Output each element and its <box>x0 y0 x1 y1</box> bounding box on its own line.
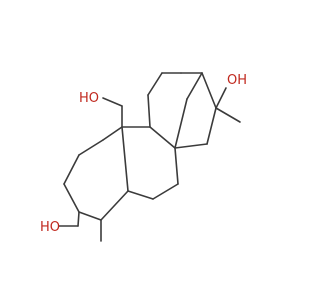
bond <box>206 107 217 145</box>
bond <box>215 107 241 123</box>
molecule-canvas: HO OH HO <box>39 72 248 242</box>
bond <box>174 147 179 185</box>
bond <box>102 97 123 107</box>
bond <box>63 154 80 185</box>
bond <box>147 72 163 96</box>
bond <box>174 143 208 149</box>
molecule-structure: HO OH HO <box>40 72 247 242</box>
hydroxyl-label-right: OH <box>227 73 247 88</box>
bond <box>78 211 102 221</box>
atom-labels: HO OH HO <box>40 73 247 235</box>
bond-network <box>58 72 241 242</box>
bond <box>215 87 227 109</box>
bond <box>186 72 203 100</box>
bond <box>147 94 151 128</box>
bond <box>174 98 188 149</box>
bond <box>149 126 176 149</box>
bond <box>127 190 154 200</box>
hydroxyl-label-bottom-left: HO <box>40 220 60 235</box>
bond <box>121 126 129 192</box>
bond <box>77 211 80 227</box>
bond <box>152 183 179 200</box>
bond <box>102 126 123 141</box>
bond <box>100 190 129 221</box>
bond <box>201 72 217 109</box>
bond <box>78 139 104 156</box>
hydroxyl-label-top-left: HO <box>79 91 99 106</box>
bond <box>63 183 80 213</box>
